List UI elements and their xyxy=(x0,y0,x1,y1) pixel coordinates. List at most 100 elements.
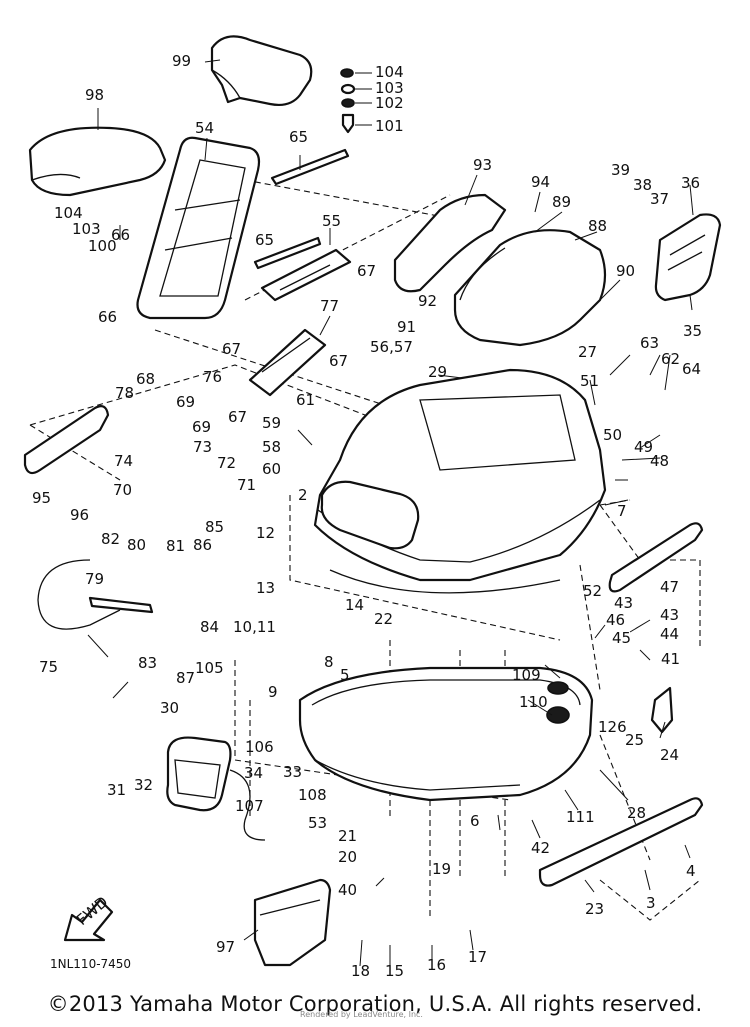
callout-92: 92 xyxy=(418,292,437,310)
callout-12: 12 xyxy=(256,524,275,542)
part-36-lock-unit xyxy=(654,213,722,302)
callout-77: 77 xyxy=(320,297,339,315)
callout-24: 24 xyxy=(660,746,679,764)
callout-90: 90 xyxy=(616,262,635,280)
callout-7: 7 xyxy=(617,502,627,520)
callout-14: 14 xyxy=(345,596,364,614)
callout-110: 110 xyxy=(519,693,548,711)
callout-52: 52 xyxy=(583,582,602,600)
callout-4: 4 xyxy=(686,862,696,880)
callout-17: 17 xyxy=(468,948,487,966)
callout-34: 34 xyxy=(244,764,263,782)
part-trunk-upper-shell xyxy=(313,368,607,594)
part-101-104-hardware-stack xyxy=(340,68,356,134)
callout-111: 111 xyxy=(566,808,595,826)
callout-53: 53 xyxy=(308,814,327,832)
callout-42: 42 xyxy=(531,839,550,857)
callout-86: 86 xyxy=(193,536,212,554)
callout-87: 87 xyxy=(176,669,195,687)
copyright-notice: ©2013 Yamaha Motor Corporation, U.S.A. A… xyxy=(47,992,703,1016)
part-97-fwd-arrow xyxy=(63,898,114,942)
callout-67: 67 xyxy=(228,408,247,426)
callout-58: 58 xyxy=(262,438,281,456)
callout-66: 66 xyxy=(111,226,130,244)
callout-56-57: 56,57 xyxy=(370,338,413,356)
callout-107: 107 xyxy=(235,797,264,815)
callout-93: 93 xyxy=(473,156,492,174)
part-98-seat-cushion xyxy=(28,126,167,197)
callout-43: 43 xyxy=(660,606,679,624)
callout-65: 65 xyxy=(289,128,308,146)
callout-85: 85 xyxy=(205,518,224,536)
watermark-text: Rendered by LeadVenture, Inc. xyxy=(300,1010,423,1019)
callout-40: 40 xyxy=(338,881,357,899)
callout-27: 27 xyxy=(578,343,597,361)
part-75-release-cable xyxy=(37,559,154,630)
callout-28: 28 xyxy=(627,804,646,822)
diagram-reference-code: 1NL110-7450 xyxy=(50,957,132,971)
callout-21: 21 xyxy=(338,827,357,845)
part-30-tail-light xyxy=(166,736,266,841)
callout-97: 97 xyxy=(216,938,235,956)
callout-62: 62 xyxy=(661,350,680,368)
callout-75: 75 xyxy=(39,658,58,676)
callout-96: 96 xyxy=(70,506,89,524)
callout-83: 83 xyxy=(138,654,157,672)
callout-51: 51 xyxy=(580,372,599,390)
part-24-bracket xyxy=(650,686,674,734)
callout-45: 45 xyxy=(612,629,631,647)
callout-72: 72 xyxy=(217,454,236,472)
callout-73: 73 xyxy=(193,438,212,456)
callout-74: 74 xyxy=(114,452,133,470)
callout-64: 64 xyxy=(682,360,701,378)
callout-126: 126 xyxy=(598,718,627,736)
callout-109: 109 xyxy=(512,666,541,684)
callout-63: 63 xyxy=(640,334,659,352)
callout-16: 16 xyxy=(427,956,446,974)
callout-43: 43 xyxy=(614,594,633,612)
callout-leader-lines xyxy=(87,59,694,967)
callout-2: 2 xyxy=(298,486,308,504)
callout-102: 102 xyxy=(375,94,404,112)
part-93-lid-trim xyxy=(393,193,507,293)
callout-91: 91 xyxy=(397,318,416,336)
callout-49: 49 xyxy=(634,438,653,456)
callout-67: 67 xyxy=(357,262,376,280)
callout-35: 35 xyxy=(683,322,702,340)
callout-61: 61 xyxy=(296,391,315,409)
callout-81: 81 xyxy=(166,537,185,555)
callout-100: 100 xyxy=(88,237,117,255)
part-65-long-bolts xyxy=(253,148,350,270)
callout-25: 25 xyxy=(625,731,644,749)
callout-70: 70 xyxy=(113,481,132,499)
callout-15: 15 xyxy=(385,962,404,980)
callout-78: 78 xyxy=(115,384,134,402)
part-23-reflector-strip xyxy=(538,797,704,887)
callout-36: 36 xyxy=(681,174,700,192)
part-47-side-trim xyxy=(608,522,704,593)
callout-29: 29 xyxy=(428,363,447,381)
callout-33: 33 xyxy=(283,763,302,781)
callout-104: 104 xyxy=(54,204,83,222)
part-95-side-bracket xyxy=(23,405,110,475)
part-61-hinge-bracket xyxy=(248,328,327,397)
callout-71: 71 xyxy=(237,476,256,494)
callout-106: 106 xyxy=(245,738,274,756)
callout-76: 76 xyxy=(203,368,222,386)
part-54-backrest-frame xyxy=(136,136,261,320)
callout-59: 59 xyxy=(262,414,281,432)
callout-103: 103 xyxy=(375,79,404,97)
callout-60: 60 xyxy=(262,460,281,478)
callout-94: 94 xyxy=(531,173,550,191)
callout-95: 95 xyxy=(32,489,51,507)
callout-22: 22 xyxy=(374,610,393,628)
part-99-backrest-pad xyxy=(210,35,313,107)
callout-13: 13 xyxy=(256,579,275,597)
callout-67: 67 xyxy=(329,352,348,370)
callout-labels: 99 104 103 102 101 98 54 65 93 94 89 39 … xyxy=(32,52,702,980)
callout-108: 108 xyxy=(298,786,327,804)
callout-9: 9 xyxy=(268,683,278,701)
callout-80: 80 xyxy=(127,536,146,554)
callout-50: 50 xyxy=(603,426,622,444)
